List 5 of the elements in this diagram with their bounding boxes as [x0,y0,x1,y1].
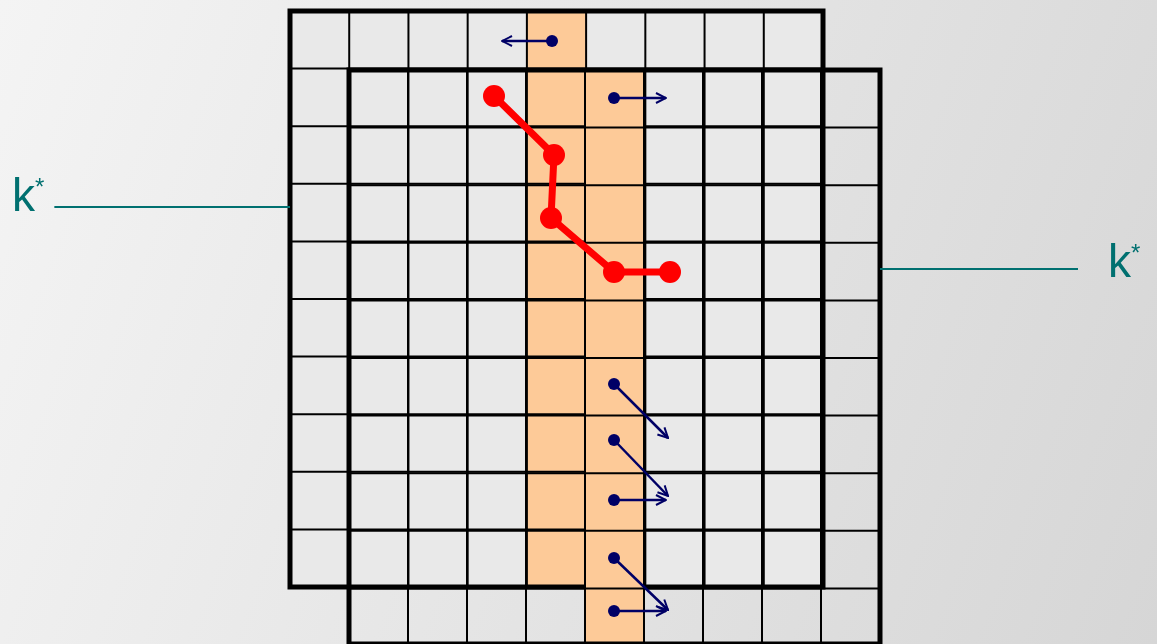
leader-line [879,268,1079,270]
leader-line [53,206,291,208]
axis-label: k$^{*}$ [1108,238,1141,284]
grid [349,70,880,644]
axis-label: k$^{*}$ [12,172,45,218]
